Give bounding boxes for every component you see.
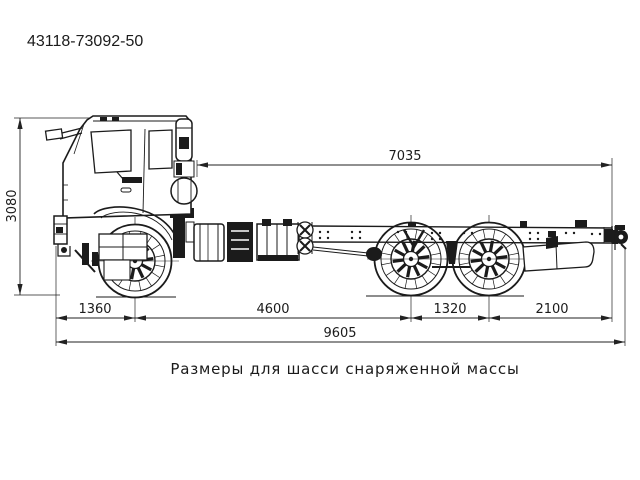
step-boxes <box>98 233 148 281</box>
side-window <box>90 129 132 174</box>
chassis-equipment <box>170 208 314 262</box>
driveline <box>312 246 382 261</box>
battery-box <box>227 222 253 262</box>
door-window <box>148 129 173 170</box>
dim-overall-height: 3080 <box>5 189 20 222</box>
door-handle <box>120 187 132 193</box>
model-number: 43118-73092-50 <box>27 33 143 50</box>
lower-mirror <box>116 171 142 183</box>
dim-bogie-base: 1320 <box>433 302 466 317</box>
rear-fuel-tank <box>522 231 595 272</box>
truck-side-view <box>44 115 628 299</box>
middle-wheel <box>367 221 455 297</box>
air-intake-stack <box>170 118 198 205</box>
toolbox <box>256 223 300 261</box>
rear-wheel <box>445 221 533 297</box>
winch-drums <box>296 221 314 255</box>
caption: Размеры для шасси снаряженной массы <box>170 360 519 378</box>
cab <box>44 115 192 243</box>
under-cab-parts <box>74 243 98 273</box>
fuel-tank <box>193 223 225 262</box>
dimension-lines <box>17 118 625 345</box>
mirror <box>44 127 83 141</box>
dim-front-overhang: 1360 <box>78 302 111 317</box>
frame-rail <box>310 220 613 244</box>
dim-rear-overhang: 2100 <box>535 302 568 317</box>
air-filter <box>170 177 198 205</box>
dim-wheelbase: 4600 <box>256 302 289 317</box>
dim-frame-length: 7035 <box>388 149 421 164</box>
dim-overall-length: 9605 <box>323 326 356 341</box>
bogie-suspension <box>402 222 470 268</box>
front-bumper <box>53 215 71 257</box>
tow-hitch <box>604 225 628 250</box>
